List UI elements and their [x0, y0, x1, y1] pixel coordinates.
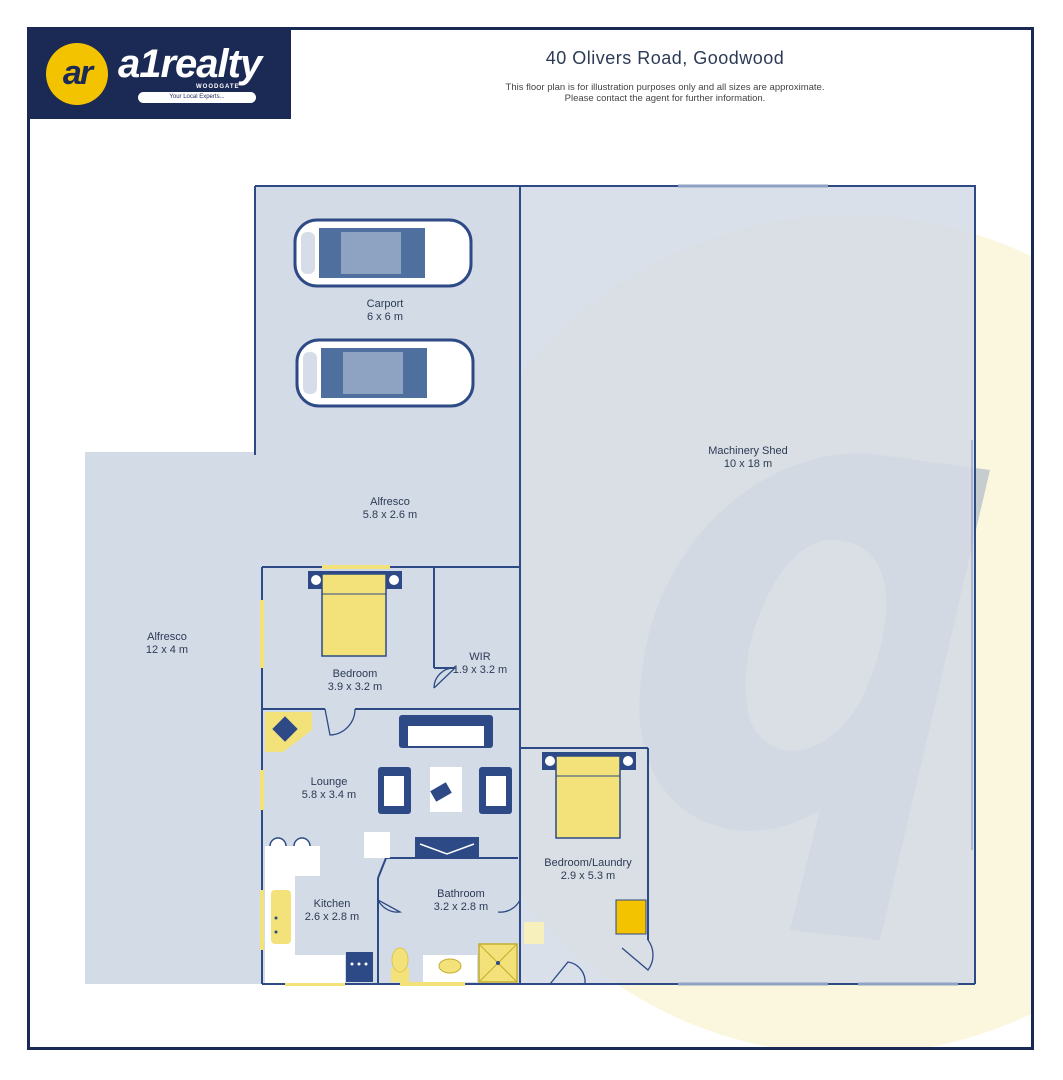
book-icon: [430, 782, 452, 802]
fridge-icon: [346, 952, 373, 982]
laundry-tub-icon: [524, 922, 544, 944]
corner-table-icon: [265, 712, 312, 752]
door-swings: [324, 667, 654, 985]
vanity-icon: [423, 955, 477, 982]
shower-icon: [478, 943, 518, 983]
shed-openings: [678, 184, 958, 986]
property-address: 40 Olivers Road, Goodwood: [545, 48, 785, 68]
brand-tagline: Your Local Experts...: [138, 92, 256, 103]
bed-icon: [542, 752, 636, 839]
sofa-icon: [399, 715, 493, 748]
side-table-icon: [364, 832, 390, 858]
brand-location: WOODGATE: [196, 84, 240, 90]
car-icon: [293, 218, 473, 288]
disclaimer-line-2: Please contact the agent for further inf…: [564, 93, 766, 104]
brand-logo: ar a1realty WOODGATE Your Local Experts.…: [28, 28, 291, 119]
armchair-icon: [378, 767, 512, 814]
windows: [260, 565, 465, 986]
brand-name: a1realty: [118, 42, 262, 86]
disclaimer-line-1: This floor plan is for illustration purp…: [505, 82, 825, 93]
tv-unit-icon: [415, 837, 479, 857]
outer-frame: [27, 27, 1034, 1050]
bed-icon: [308, 571, 402, 657]
car-icon: [295, 338, 475, 408]
toilet-icon: [391, 947, 409, 982]
floor-areas: [85, 186, 975, 984]
logo-mark-icon: ar: [46, 43, 108, 105]
stool-icon: [269, 837, 311, 847]
laundry-cabinet-icon: [615, 899, 647, 935]
kitchen-bench: [265, 846, 345, 983]
